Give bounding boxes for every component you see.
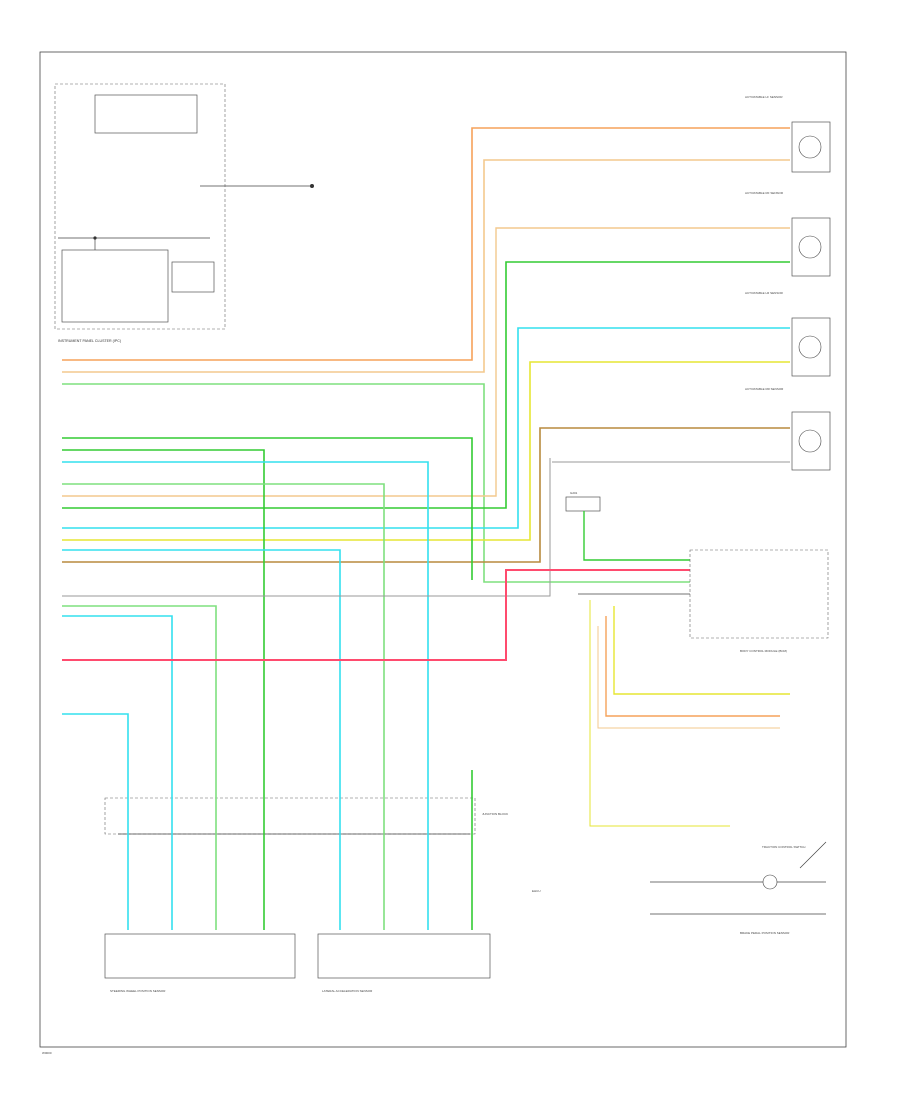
sensor-lr: ACTIVATABLE LR SENSOR bbox=[745, 291, 831, 377]
brake-switch: BRAKE PEDAL POSITION SENSOR EHCU bbox=[532, 889, 826, 935]
wire-tan-rf bbox=[62, 227, 790, 497]
wire-orange-lf bbox=[62, 127, 790, 361]
mid-wires bbox=[62, 437, 690, 770]
brake-switch-label: BRAKE PEDAL POSITION SENSOR bbox=[740, 931, 790, 935]
wire-green-rf bbox=[62, 261, 790, 509]
ipc-module: INSTRUMENT PANEL CLUSTER (IPC) bbox=[54, 83, 314, 343]
ipc-label: INSTRUMENT PANEL CLUSTER (IPC) bbox=[58, 339, 121, 343]
traction-switch-label: TRACTION CONTROL SWITCH bbox=[762, 845, 805, 849]
wire-cyan-lr bbox=[62, 327, 790, 529]
lower-drops bbox=[127, 770, 473, 930]
bcm-module: BODY CONTROL MODULE (BCM) bbox=[578, 549, 829, 827]
footer-code: W0000 bbox=[42, 1051, 52, 1055]
lateral-sensor-label: LATERAL ACCELERATION SENSOR bbox=[322, 989, 373, 993]
diagram-frame bbox=[39, 51, 847, 1048]
ehcu-label: EHCU bbox=[532, 889, 541, 893]
sensor-lf-label: ACTIVATABLE LF SENSOR bbox=[745, 95, 783, 99]
sensor-lf: ACTIVATABLE LF SENSOR bbox=[745, 95, 831, 173]
wire-yellow-lr bbox=[62, 361, 790, 541]
steering-sensor-label: STEERING WHEEL POSITION SENSOR bbox=[110, 989, 166, 993]
wire-lightgreen bbox=[62, 383, 690, 583]
sensor-lr-label: ACTIVATABLE LR SENSOR bbox=[745, 291, 784, 295]
wire-brown-rr bbox=[62, 427, 790, 563]
sensor-rf-label: ACTIVATABLE RF SENSOR bbox=[745, 191, 784, 195]
steering-sensor: STEERING WHEEL POSITION SENSOR bbox=[104, 933, 296, 993]
junction-block: JUNCTION BLOCK bbox=[104, 797, 508, 835]
sensor-rf: ACTIVATABLE RF SENSOR bbox=[745, 191, 831, 277]
junction-block-label: JUNCTION BLOCK bbox=[482, 812, 508, 816]
sensor-rr: ACTIVATABLE RR SENSOR bbox=[745, 387, 831, 471]
traction-switch: TRACTION CONTROL SWITCH bbox=[650, 841, 827, 890]
lateral-sensor: LATERAL ACCELERATION SENSOR bbox=[317, 933, 491, 993]
sensor-rr-label: ACTIVATABLE RR SENSOR bbox=[745, 387, 784, 391]
ground-label: G201 bbox=[570, 491, 578, 495]
wire-tan-lf bbox=[62, 159, 790, 373]
bcm-label: BODY CONTROL MODULE (BCM) bbox=[740, 649, 787, 653]
ground-g201: G201 bbox=[565, 491, 690, 561]
